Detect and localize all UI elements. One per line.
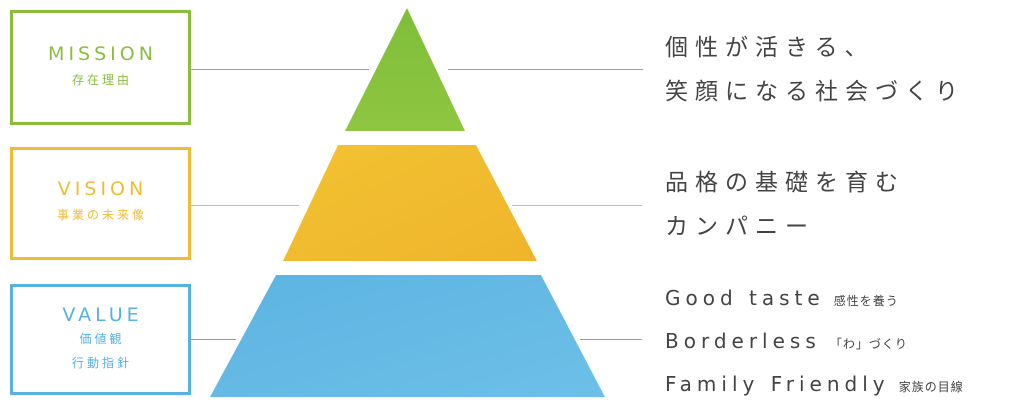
value-connector-left	[191, 339, 236, 340]
vision-subtitle: 事業の未来像	[56, 208, 147, 222]
value-box: VALUE 価値観 行動指針	[10, 284, 191, 395]
value-tier	[210, 275, 605, 397]
mission-tier	[345, 8, 465, 131]
mission-connector-left	[191, 69, 369, 70]
vision-connector-left	[191, 205, 299, 206]
mission-connector-right	[448, 69, 643, 70]
vision-tier	[283, 145, 537, 261]
vision-statement-line-1: 品格の基礎を育む	[665, 170, 905, 196]
vision-statement-line-2: カンパニー	[665, 214, 815, 240]
value-item: Borderless 「わ」づくり	[665, 321, 964, 364]
value-item-en: Family Friendly	[665, 372, 890, 396]
vision-box: VISION 事業の未来像	[10, 147, 191, 260]
value-item-ja: 家族の目線	[898, 380, 964, 394]
value-item: Family Friendly 家族の目線	[665, 364, 964, 407]
value-list: Good taste 感性を養う Borderless 「わ」づくり Famil…	[665, 278, 964, 407]
value-title: VALUE	[62, 304, 143, 326]
vision-statement: 品格の基礎を育む カンパニー	[665, 161, 905, 249]
value-connector-right	[580, 339, 642, 340]
value-item: Good taste 感性を養う	[665, 278, 964, 321]
value-item-ja: 感性を養う	[833, 294, 899, 308]
mission-title: MISSION	[48, 43, 157, 65]
vision-title: VISION	[57, 178, 148, 200]
vision-connector-right	[512, 205, 642, 206]
value-item-en: Borderless	[665, 329, 821, 353]
mission-statement: 個性が活きる、 笑顔になる社会づくり	[665, 26, 965, 114]
mission-box: MISSION 存在理由	[10, 10, 191, 125]
value-subtitle-2: 行動指針	[71, 356, 132, 370]
mission-statement-line-1: 個性が活きる、	[665, 35, 875, 61]
value-item-en: Good taste	[665, 286, 825, 310]
mission-statement-line-2: 笑顔になる社会づくり	[665, 79, 965, 105]
mission-subtitle: 存在理由	[71, 73, 132, 87]
value-subtitle-1: 価値観	[79, 332, 125, 346]
value-item-ja: 「わ」づくり	[829, 337, 908, 351]
